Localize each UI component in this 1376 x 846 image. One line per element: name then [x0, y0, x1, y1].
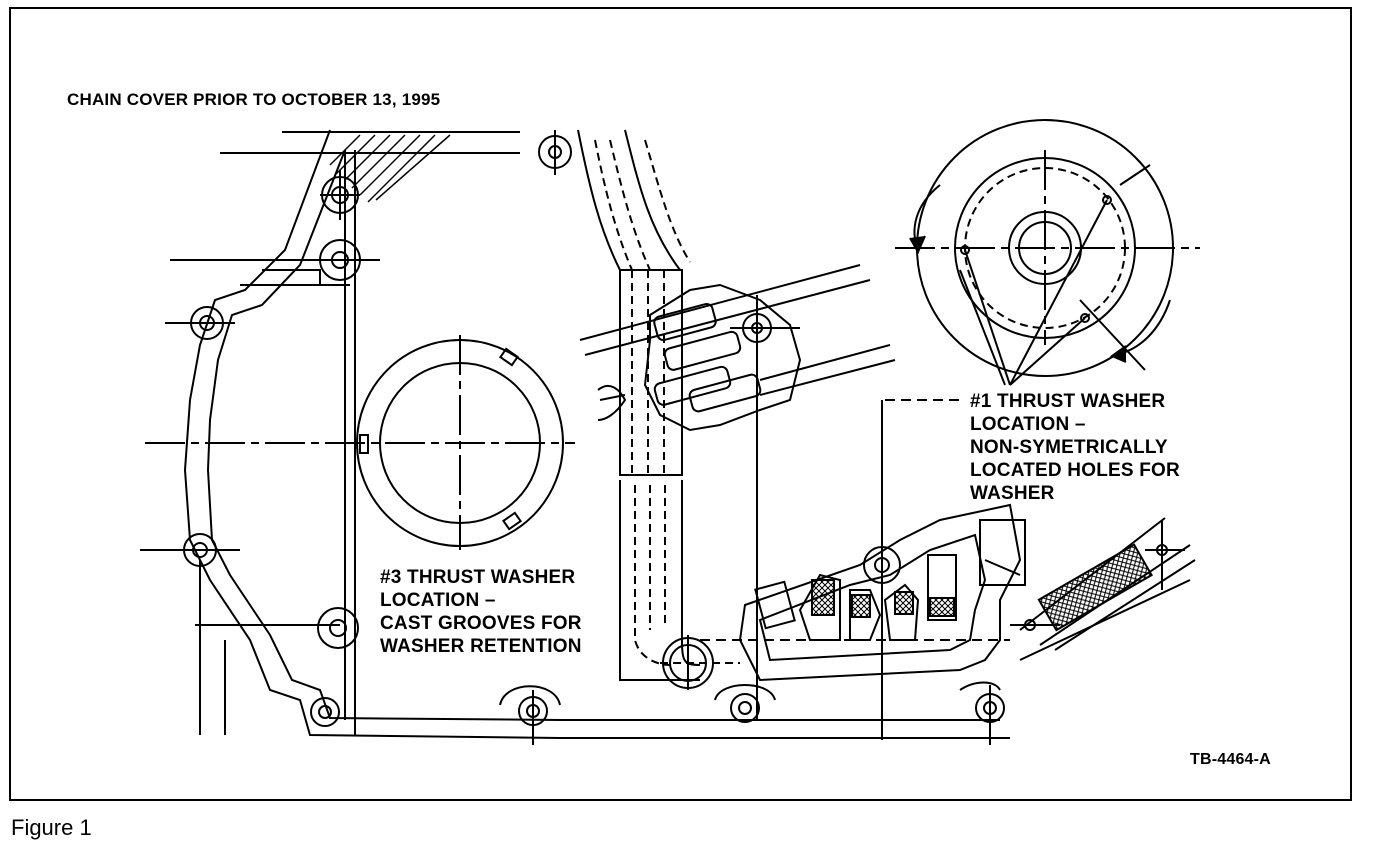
- washer1-label: #1 THRUST WASHER LOCATION – NON-SYMETRIC…: [970, 390, 1180, 505]
- bolt-holes-left: [183, 130, 572, 727]
- figure-code: TB-4464-A: [1190, 751, 1271, 768]
- washer3-line-3: CAST GROOVES FOR: [380, 613, 582, 634]
- figure-frame: [9, 7, 1352, 801]
- washer1-line-1: #1 THRUST WASHER: [970, 391, 1166, 412]
- washer1-line-3: NON-SYMETRICALLY: [970, 437, 1168, 458]
- washer3-label: #3 THRUST WASHER LOCATION – CAST GROOVES…: [380, 566, 582, 658]
- washer3-line-1: #3 THRUST WASHER: [380, 567, 576, 588]
- lower-right-structure: [499, 399, 1196, 740]
- bottom-bolts: [518, 635, 1010, 745]
- figure-title: CHAIN COVER PRIOR TO OCTOBER 13, 1995: [67, 90, 441, 109]
- center-passage: [577, 129, 701, 681]
- washer3-line-4: WASHER RETENTION: [380, 636, 582, 657]
- hatching-upper-left: [329, 134, 451, 203]
- pump-body: [579, 264, 896, 720]
- thrust-washer-1: [895, 119, 1200, 386]
- washer1-line-4: LOCATED HOLES FOR: [970, 460, 1180, 481]
- washer1-line-5: WASHER: [970, 483, 1055, 504]
- washer3-line-2: LOCATION –: [380, 590, 496, 611]
- figure-caption: Figure 1: [11, 815, 92, 840]
- thrust-washer-3: [145, 335, 575, 550]
- washer1-line-2: LOCATION –: [970, 414, 1086, 435]
